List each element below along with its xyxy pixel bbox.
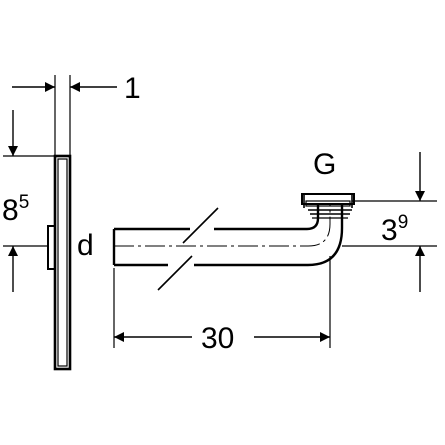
diameter-label: d [77,229,94,262]
wall-plate [47,154,72,371]
height-value: 85 [2,192,29,227]
union-nut [301,193,355,219]
dimension-plate-thickness: 1 [12,72,141,156]
thread-label: G [313,148,336,181]
dimension-offset: 39 [342,152,437,292]
dimension-length: 30 [113,256,331,355]
plate-thickness-value: 1 [124,72,141,105]
length-value: 30 [201,322,234,355]
pipe-elbow [112,204,344,291]
dimension-height: 85 [2,110,55,292]
offset-value: 39 [381,212,408,247]
